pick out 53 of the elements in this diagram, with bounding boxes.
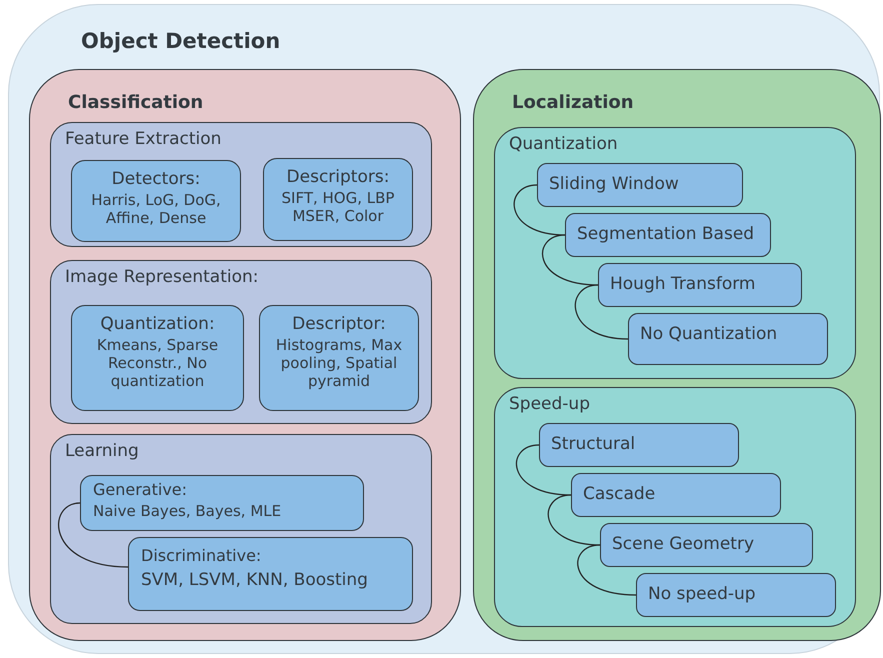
section-heading: Object Detection bbox=[81, 29, 280, 54]
method-label: Segmentation Based bbox=[577, 224, 754, 244]
method-list: Histograms, Max pooling, Spatial pyramid bbox=[264, 336, 414, 390]
section-heading: Classification bbox=[68, 92, 204, 114]
outer-panel bbox=[8, 4, 880, 654]
connector-curve bbox=[577, 544, 636, 596]
box-heading: Generative: bbox=[93, 480, 188, 500]
section-heading: Localization bbox=[512, 92, 634, 114]
section-box bbox=[494, 127, 856, 379]
method-box bbox=[80, 475, 364, 531]
box-heading: Descriptors: bbox=[286, 167, 390, 188]
method-label: Sliding Window bbox=[549, 174, 679, 194]
method-box bbox=[539, 423, 739, 467]
box-heading: Descriptor: bbox=[291, 314, 387, 334]
box-heading: Quantization: bbox=[99, 314, 216, 334]
method-label: Hough Transform bbox=[610, 274, 756, 294]
method-box bbox=[598, 263, 802, 307]
method-box bbox=[628, 313, 828, 365]
connector-curve bbox=[574, 284, 628, 340]
group-panel bbox=[29, 69, 461, 641]
group-panel bbox=[473, 69, 881, 641]
section-box bbox=[50, 434, 432, 624]
box-heading: Detectors: bbox=[110, 169, 202, 190]
box-heading: Discriminative: bbox=[141, 546, 262, 566]
method-box bbox=[263, 158, 413, 241]
method-box bbox=[71, 160, 241, 242]
section-box bbox=[50, 260, 432, 424]
method-label: Structural bbox=[551, 434, 636, 454]
section-heading: Feature Extraction bbox=[65, 129, 222, 150]
section-heading: Quantization bbox=[509, 134, 618, 154]
method-list: Naive Bayes, Bayes, MLE bbox=[93, 502, 357, 520]
method-label: No Quantization bbox=[640, 324, 778, 344]
method-list: SVM, LSVM, KNN, Boosting bbox=[141, 570, 406, 590]
section-box bbox=[50, 122, 432, 247]
method-list: Kmeans, Sparse Reconstr., No quantization bbox=[76, 336, 239, 390]
method-box bbox=[259, 305, 419, 411]
method-list: Harris, LoG, DoG, Affine, Dense bbox=[76, 191, 236, 227]
section-heading: Speed-up bbox=[509, 394, 590, 414]
method-list: SIFT, HOG, LBP MSER, Color bbox=[268, 189, 408, 225]
method-box bbox=[71, 305, 244, 411]
method-label: No speed-up bbox=[648, 584, 756, 604]
method-box bbox=[600, 523, 813, 567]
method-box bbox=[565, 213, 771, 257]
section-heading: Image Representation: bbox=[65, 267, 258, 288]
method-label: Cascade bbox=[583, 484, 656, 504]
connector-curve bbox=[58, 502, 128, 568]
method-box bbox=[537, 163, 743, 207]
section-box bbox=[494, 387, 856, 627]
method-box bbox=[571, 473, 781, 517]
method-box bbox=[636, 573, 836, 617]
method-label: Scene Geometry bbox=[612, 534, 754, 554]
section-heading: Learning bbox=[65, 441, 139, 462]
method-box bbox=[128, 537, 413, 611]
